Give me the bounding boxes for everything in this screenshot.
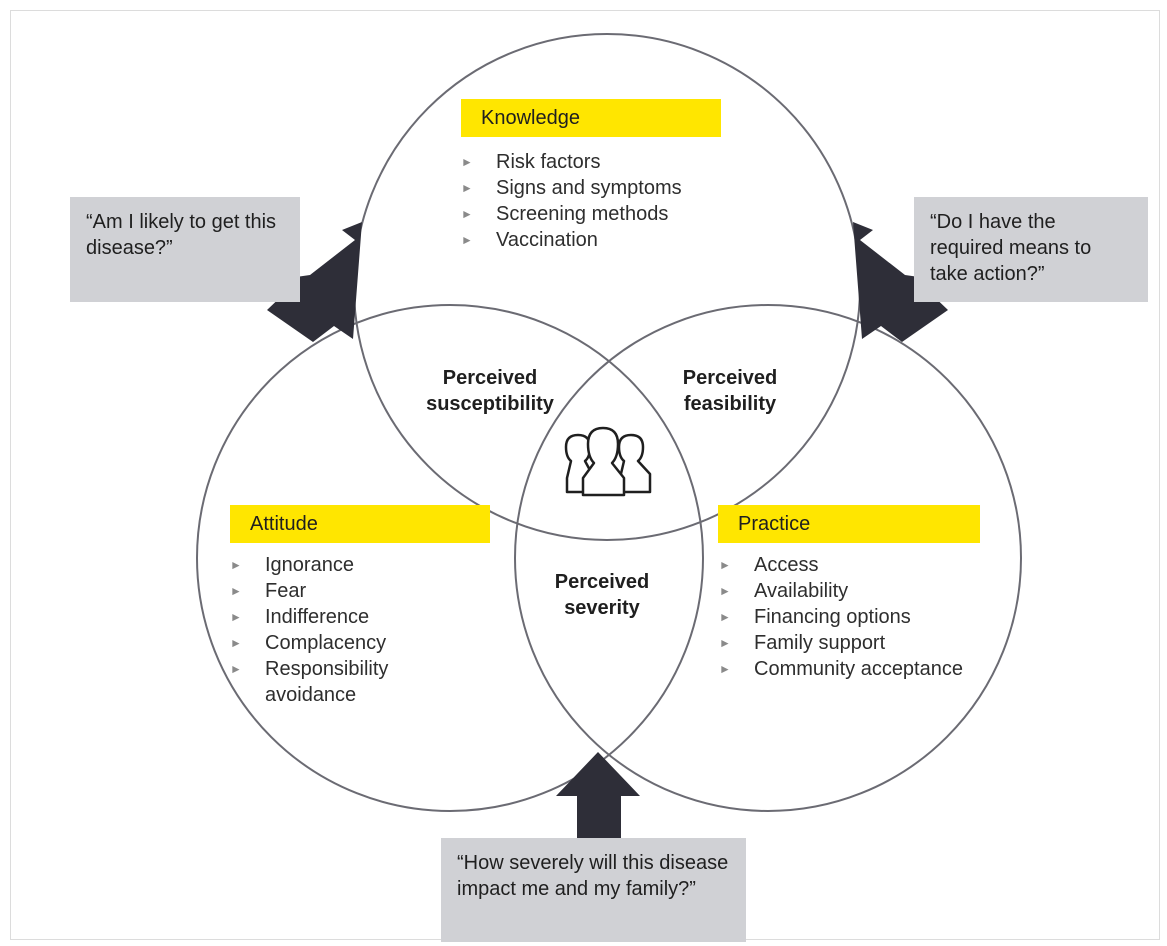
perceived-severity-label: Perceived severity xyxy=(554,571,650,619)
perceived-susceptibility-label: Perceived susceptibility xyxy=(426,367,554,415)
practice-label: Practice xyxy=(718,505,980,543)
list-item: Signs and symptoms xyxy=(461,175,761,201)
arrow-right-icon xyxy=(853,222,948,342)
list-item: Vaccination xyxy=(461,227,761,253)
attitude-list: Ignorance Fear Indifference Complacency … xyxy=(230,552,460,708)
quote-severity: “How severely will this disease impact m… xyxy=(441,838,746,942)
list-item: Family support xyxy=(719,630,979,656)
knowledge-list: Risk factors Signs and symptoms Screenin… xyxy=(461,149,761,253)
list-item: Complacency xyxy=(230,630,460,656)
list-item: Availability xyxy=(719,578,979,604)
people-group-icon xyxy=(564,426,652,497)
attitude-label: Attitude xyxy=(230,505,490,543)
list-item: Risk factors xyxy=(461,149,761,175)
list-item: Fear xyxy=(230,578,460,604)
quote-feasibility: “Do I have the required means to take ac… xyxy=(914,197,1148,302)
practice-list: Access Availability Financing options Fa… xyxy=(719,552,979,682)
perceived-feasibility-label: Perceived feasibility xyxy=(682,367,778,415)
arrow-left-icon xyxy=(267,222,362,342)
knowledge-label: Knowledge xyxy=(461,99,721,137)
list-item: Indifference xyxy=(230,604,460,630)
quote-susceptibility: “Am I likely to get this disease?” xyxy=(70,197,300,302)
list-item: Ignorance xyxy=(230,552,460,578)
list-item: Financing options xyxy=(719,604,979,630)
arrow-bottom-icon xyxy=(556,752,640,838)
list-item: Screening methods xyxy=(461,201,761,227)
list-item: Access xyxy=(719,552,979,578)
list-item: Community acceptance xyxy=(719,656,979,682)
attitude-circle xyxy=(196,304,704,812)
list-item: Responsibility avoidance xyxy=(230,656,460,708)
practice-circle xyxy=(514,304,1022,812)
